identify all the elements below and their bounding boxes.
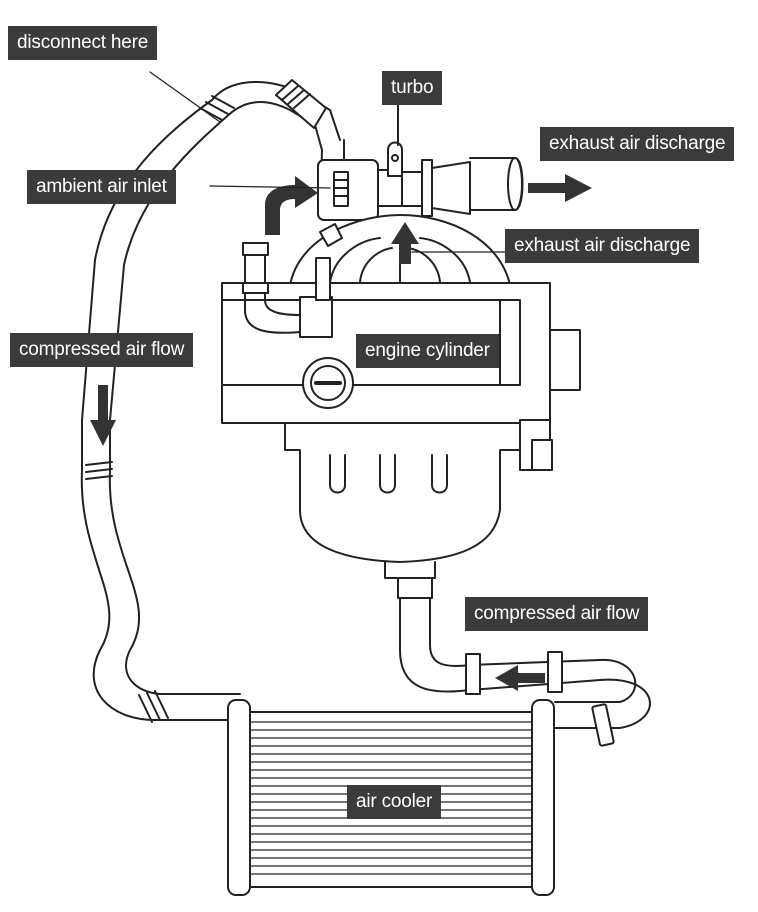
turbo-unit — [317, 103, 524, 221]
leader-disconnect — [149, 71, 221, 123]
right-compressed-air-pipe — [399, 597, 651, 747]
label-ambient-air-inlet: ambient air inlet — [27, 170, 176, 204]
label-engine-cylinder: engine cylinder — [356, 334, 499, 368]
compressed-down-arrow — [90, 385, 116, 446]
left-compressed-air-pipe — [80, 95, 241, 723]
exhaust-up-arrow — [391, 222, 419, 264]
label-compressed-air-flow-left: compressed air flow — [10, 333, 194, 367]
label-exhaust-air-discharge-top: exhaust air discharge — [540, 127, 735, 161]
exhaust-discharge-arrow — [528, 174, 592, 202]
label-disconnect-here: disconnect here — [8, 26, 158, 60]
label-compressed-air-flow-right: compressed air flow — [465, 597, 649, 631]
label-air-cooler: air cooler — [347, 785, 442, 819]
label-exhaust-air-discharge-mid: exhaust air discharge — [505, 229, 700, 263]
ambient-air-arrow — [265, 176, 318, 235]
flow-arrows — [90, 174, 592, 691]
leader-lines — [149, 71, 506, 253]
leader-ambient — [209, 185, 331, 189]
compressed-left-arrow — [495, 665, 545, 691]
engine-block — [221, 214, 581, 599]
label-turbo: turbo — [382, 71, 443, 105]
